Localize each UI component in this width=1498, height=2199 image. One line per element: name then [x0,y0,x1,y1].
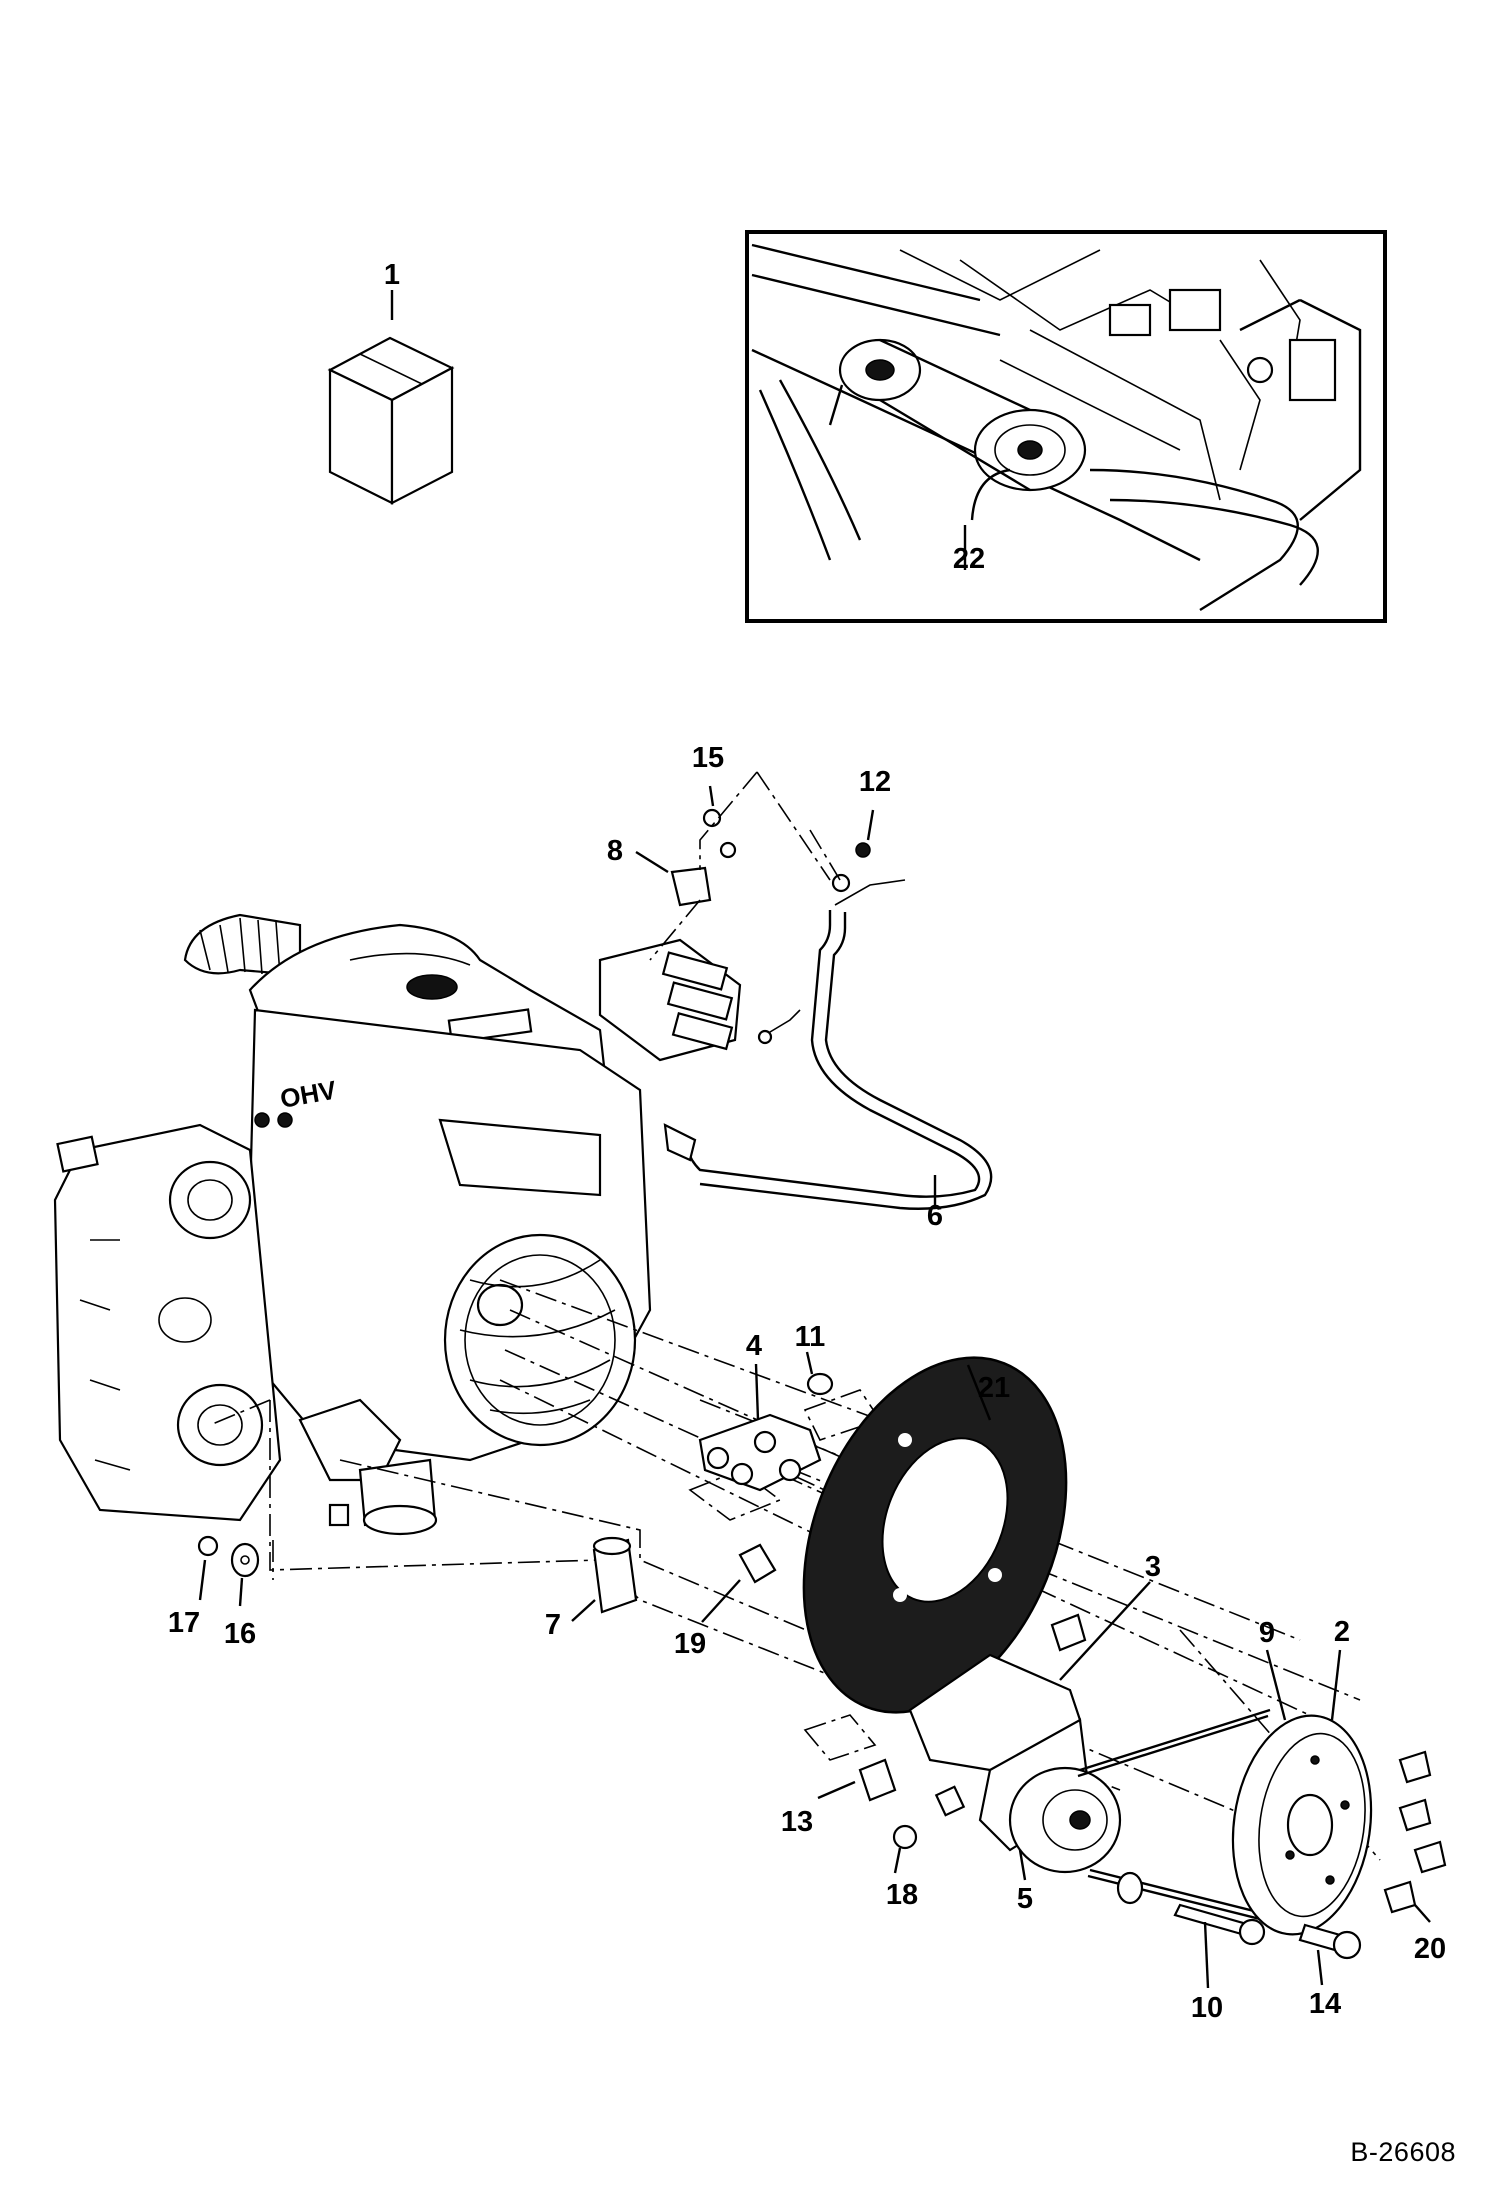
callout-11: 11 [795,1321,826,1353]
callout-12: 12 [859,766,891,798]
callout-17: 17 [168,1607,200,1639]
hardware-fasteners [197,1372,1447,1960]
belt-pulley-drawing [1077,1708,1373,1936]
callout-18: 18 [886,1879,918,1911]
callout-15: 15 [692,742,724,774]
kit-box-icon [327,290,455,505]
callout-19: 19 [674,1628,706,1660]
callout-20: 20 [1414,1933,1446,1965]
callout-14: 14 [1309,1988,1341,2020]
leader-lines [198,525,1431,1989]
callout-7: 7 [545,1609,561,1641]
inset-detail-view [745,230,1387,623]
bracket-drawing [698,1413,822,1492]
callout-21: 21 [978,1372,1010,1404]
callout-16: 16 [224,1618,256,1650]
fuse-block-drawing [598,808,871,1062]
clutch-mount-drawing [908,1653,1122,1874]
callout-5: 5 [1017,1883,1033,1915]
callout-2: 2 [1334,1616,1350,1648]
callout-3: 3 [1145,1551,1161,1583]
callout-labels: 1 2 3 4 5 6 7 8 9 10 11 12 13 14 15 16 1… [168,259,1446,2024]
callout-8: 8 [607,835,623,867]
figure-number: B-26608 [1350,2137,1456,2167]
callout-4: 4 [746,1330,762,1362]
callout-22: 22 [953,543,985,575]
callout-13: 13 [781,1806,813,1838]
callout-10: 10 [1191,1992,1223,2024]
engine-assembly-drawing: OHV [53,913,652,1536]
callout-6: 6 [927,1200,943,1232]
perforated-shield-drawing [802,1356,1068,1714]
wire-harness-drawing [663,879,993,1210]
callout-1: 1 [384,259,400,291]
callout-9: 9 [1259,1617,1275,1649]
